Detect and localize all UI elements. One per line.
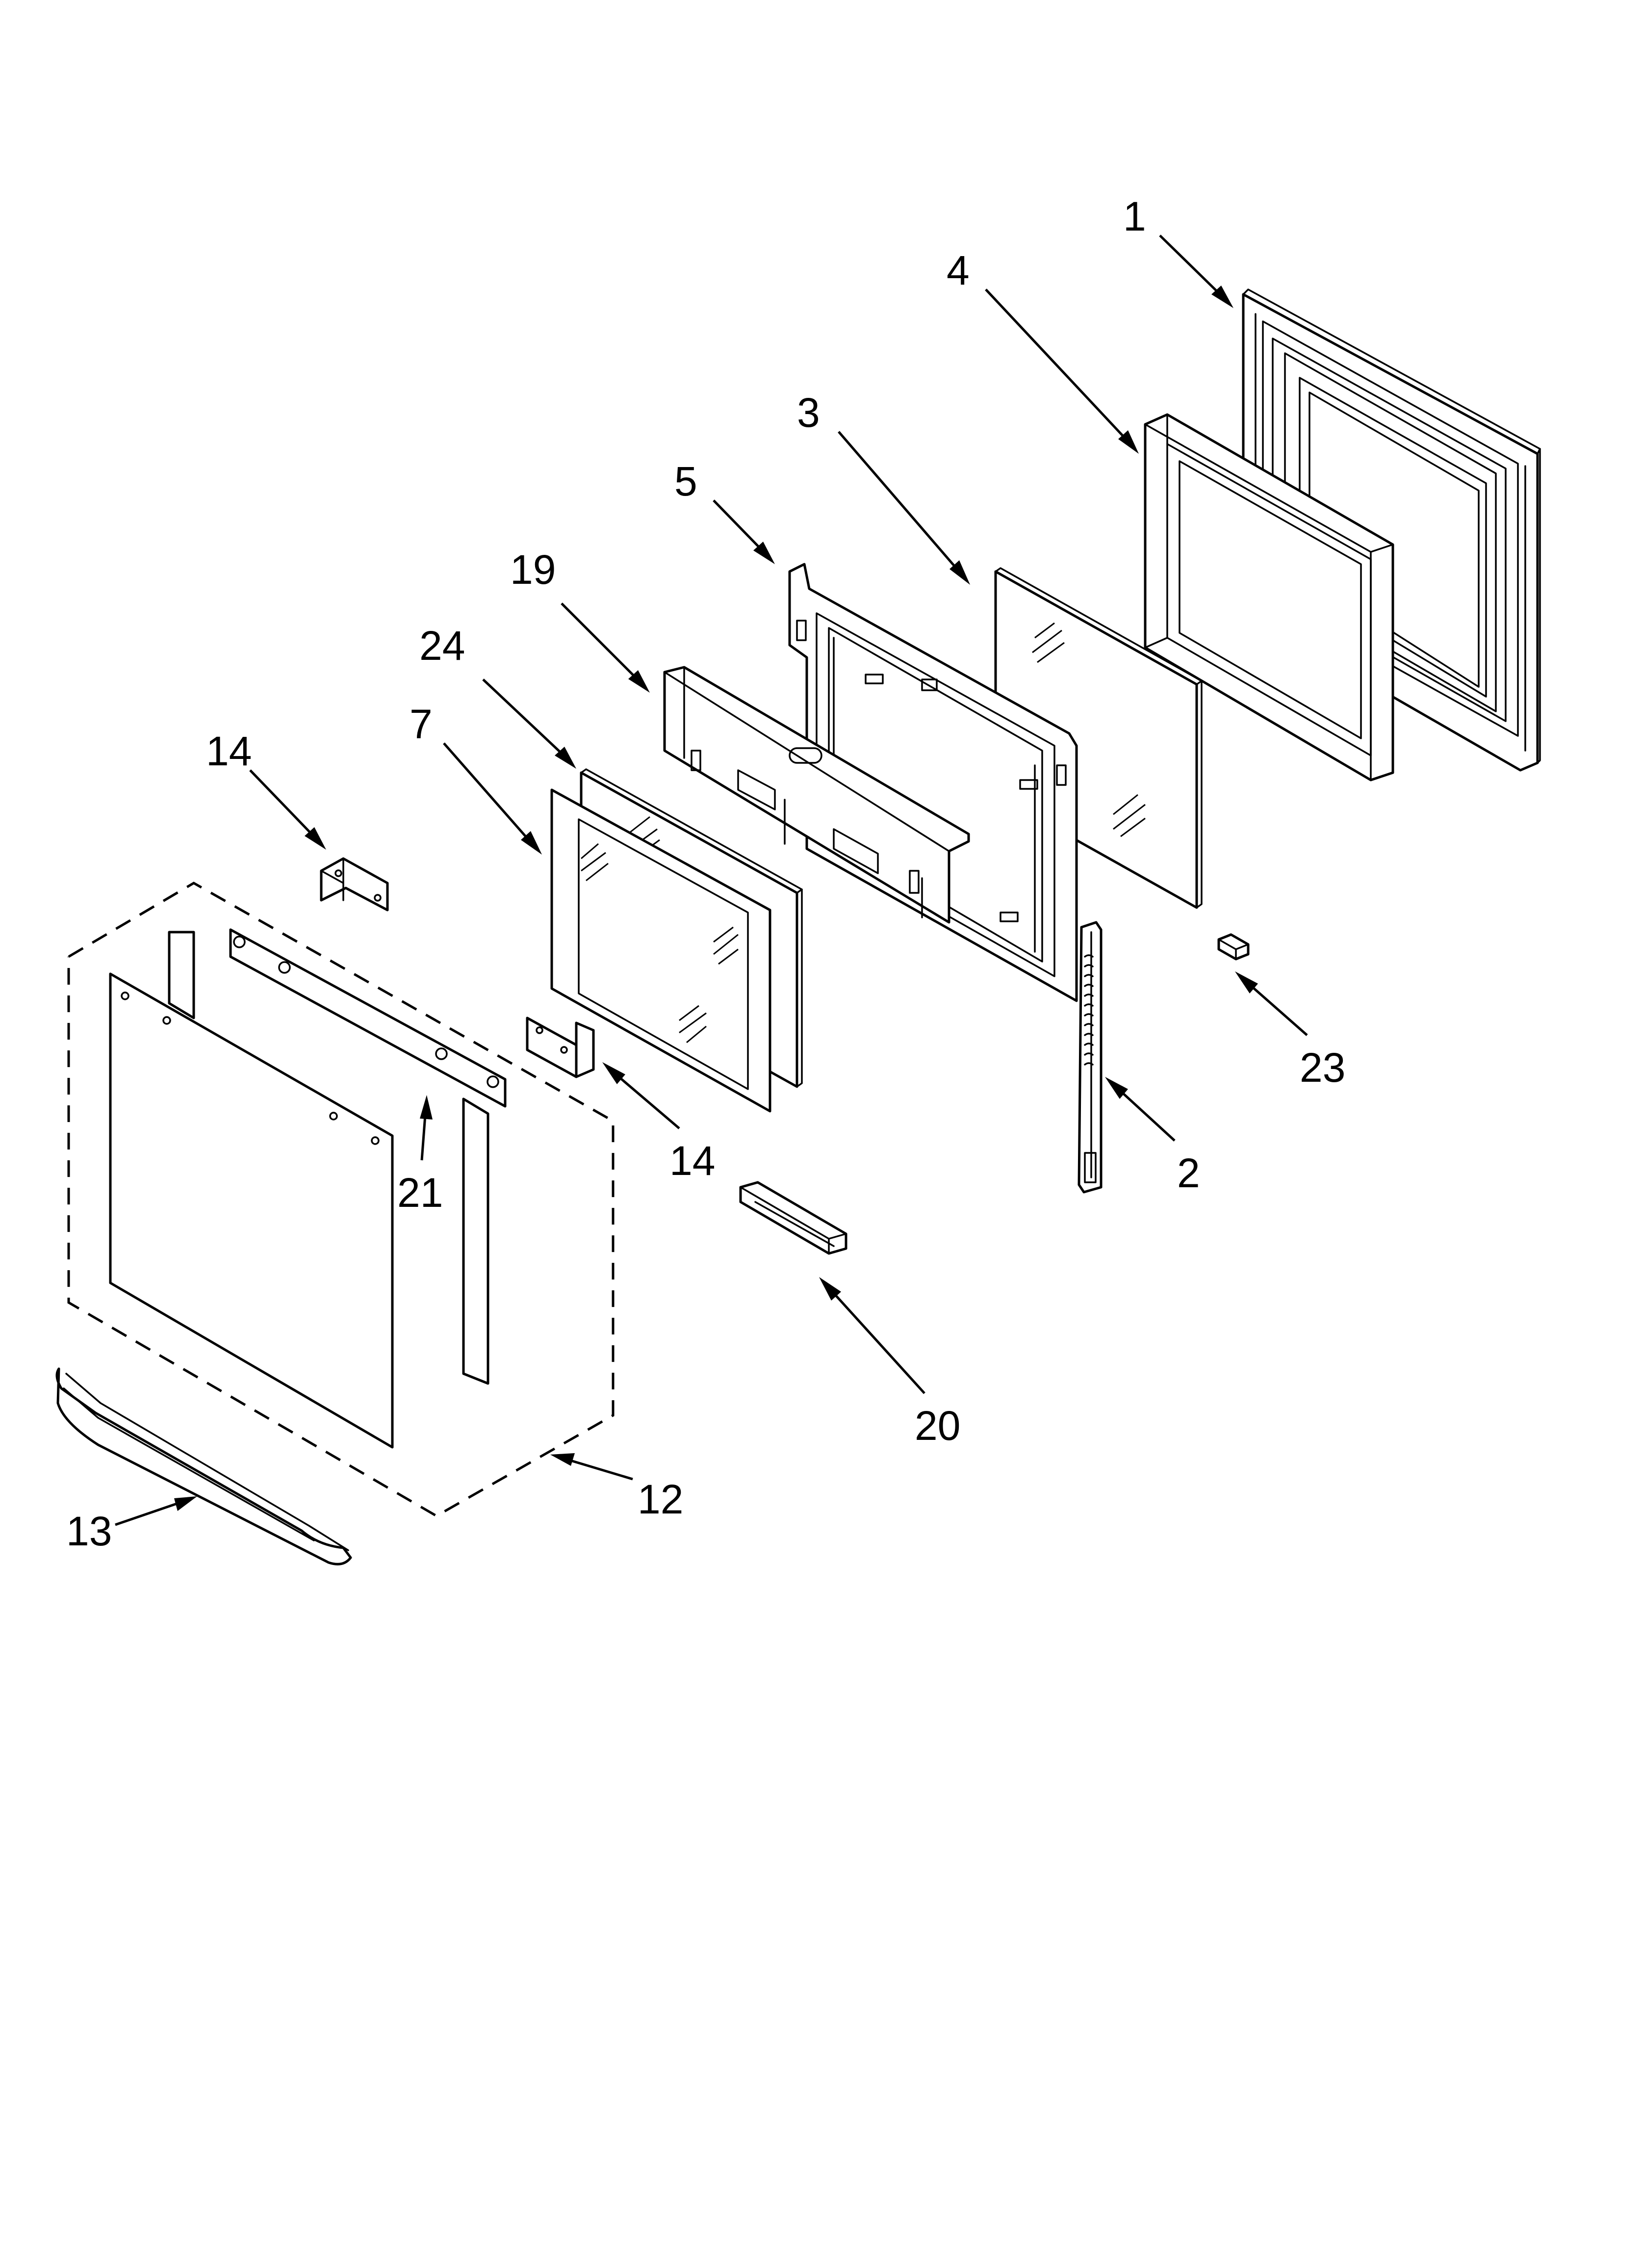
leader-14b [612, 1071, 680, 1129]
arrowhead-19 [628, 670, 650, 693]
arrowhead-14b [602, 1062, 625, 1084]
arrowhead-1 [1211, 286, 1233, 308]
arrowhead-21 [420, 1095, 433, 1120]
leader-24 [482, 678, 567, 759]
leader-20 [828, 1287, 925, 1394]
arrowhead-24 [555, 747, 576, 769]
part-19-insulation-shield [663, 666, 970, 924]
callout-12: 12 [638, 1476, 683, 1522]
leader-3 [838, 431, 962, 575]
callout-14-lower: 14 [669, 1138, 715, 1184]
callout-5: 5 [674, 458, 697, 504]
callout-24: 24 [419, 623, 465, 669]
arrowhead-7 [521, 831, 542, 855]
arrowhead-20 [819, 1277, 841, 1301]
callout-7: 7 [410, 701, 433, 747]
part-4-door-frame [1144, 413, 1394, 782]
part-23-clip [1217, 933, 1250, 961]
part-7-inner-glass [550, 788, 771, 1113]
callout-14-upper: 14 [206, 728, 252, 774]
callout-4: 4 [947, 247, 970, 293]
arrowhead-2 [1105, 1077, 1128, 1099]
leader-4 [985, 288, 1131, 445]
callout-19: 19 [510, 547, 556, 593]
leader-19 [561, 602, 641, 683]
leader-2 [1115, 1086, 1176, 1142]
part-20-trim-strip [739, 1181, 847, 1255]
leader-lines [115, 235, 1308, 1526]
part-21-top-trim-bar [229, 928, 507, 1108]
callout-13: 13 [66, 1508, 112, 1554]
part-13-door-handle [55, 1367, 352, 1565]
arrowhead-13 [174, 1496, 197, 1511]
arrowhead-14a [305, 827, 326, 850]
callout-1: 1 [1123, 193, 1146, 239]
leader-5 [713, 499, 766, 554]
callout-21: 21 [397, 1170, 443, 1216]
callout-3: 3 [797, 390, 820, 436]
arrowhead-23 [1235, 971, 1258, 993]
arrowhead-5 [753, 542, 775, 564]
part-12-outer-door-assembly [67, 882, 615, 1517]
leader-13 [115, 1500, 184, 1526]
leader-23 [1245, 980, 1308, 1036]
part-14-bracket-upper [320, 857, 389, 912]
callout-labels: 1 4 3 5 19 24 7 14 14 23 2 21 20 12 13 [66, 193, 1345, 1554]
arrowhead-4 [1118, 430, 1139, 454]
leader-7 [443, 742, 533, 845]
callout-23: 23 [1300, 1044, 1345, 1091]
part-2-hinge-channel [1078, 921, 1103, 1194]
callout-2: 2 [1177, 1150, 1200, 1196]
leader-1 [1159, 235, 1226, 300]
arrowhead-3 [949, 560, 970, 585]
callout-20: 20 [915, 1403, 960, 1449]
part-14-bracket-lower [526, 1017, 595, 1078]
leader-12 [564, 1457, 633, 1481]
leader-14a [249, 769, 317, 840]
arrowhead-12 [550, 1453, 575, 1466]
